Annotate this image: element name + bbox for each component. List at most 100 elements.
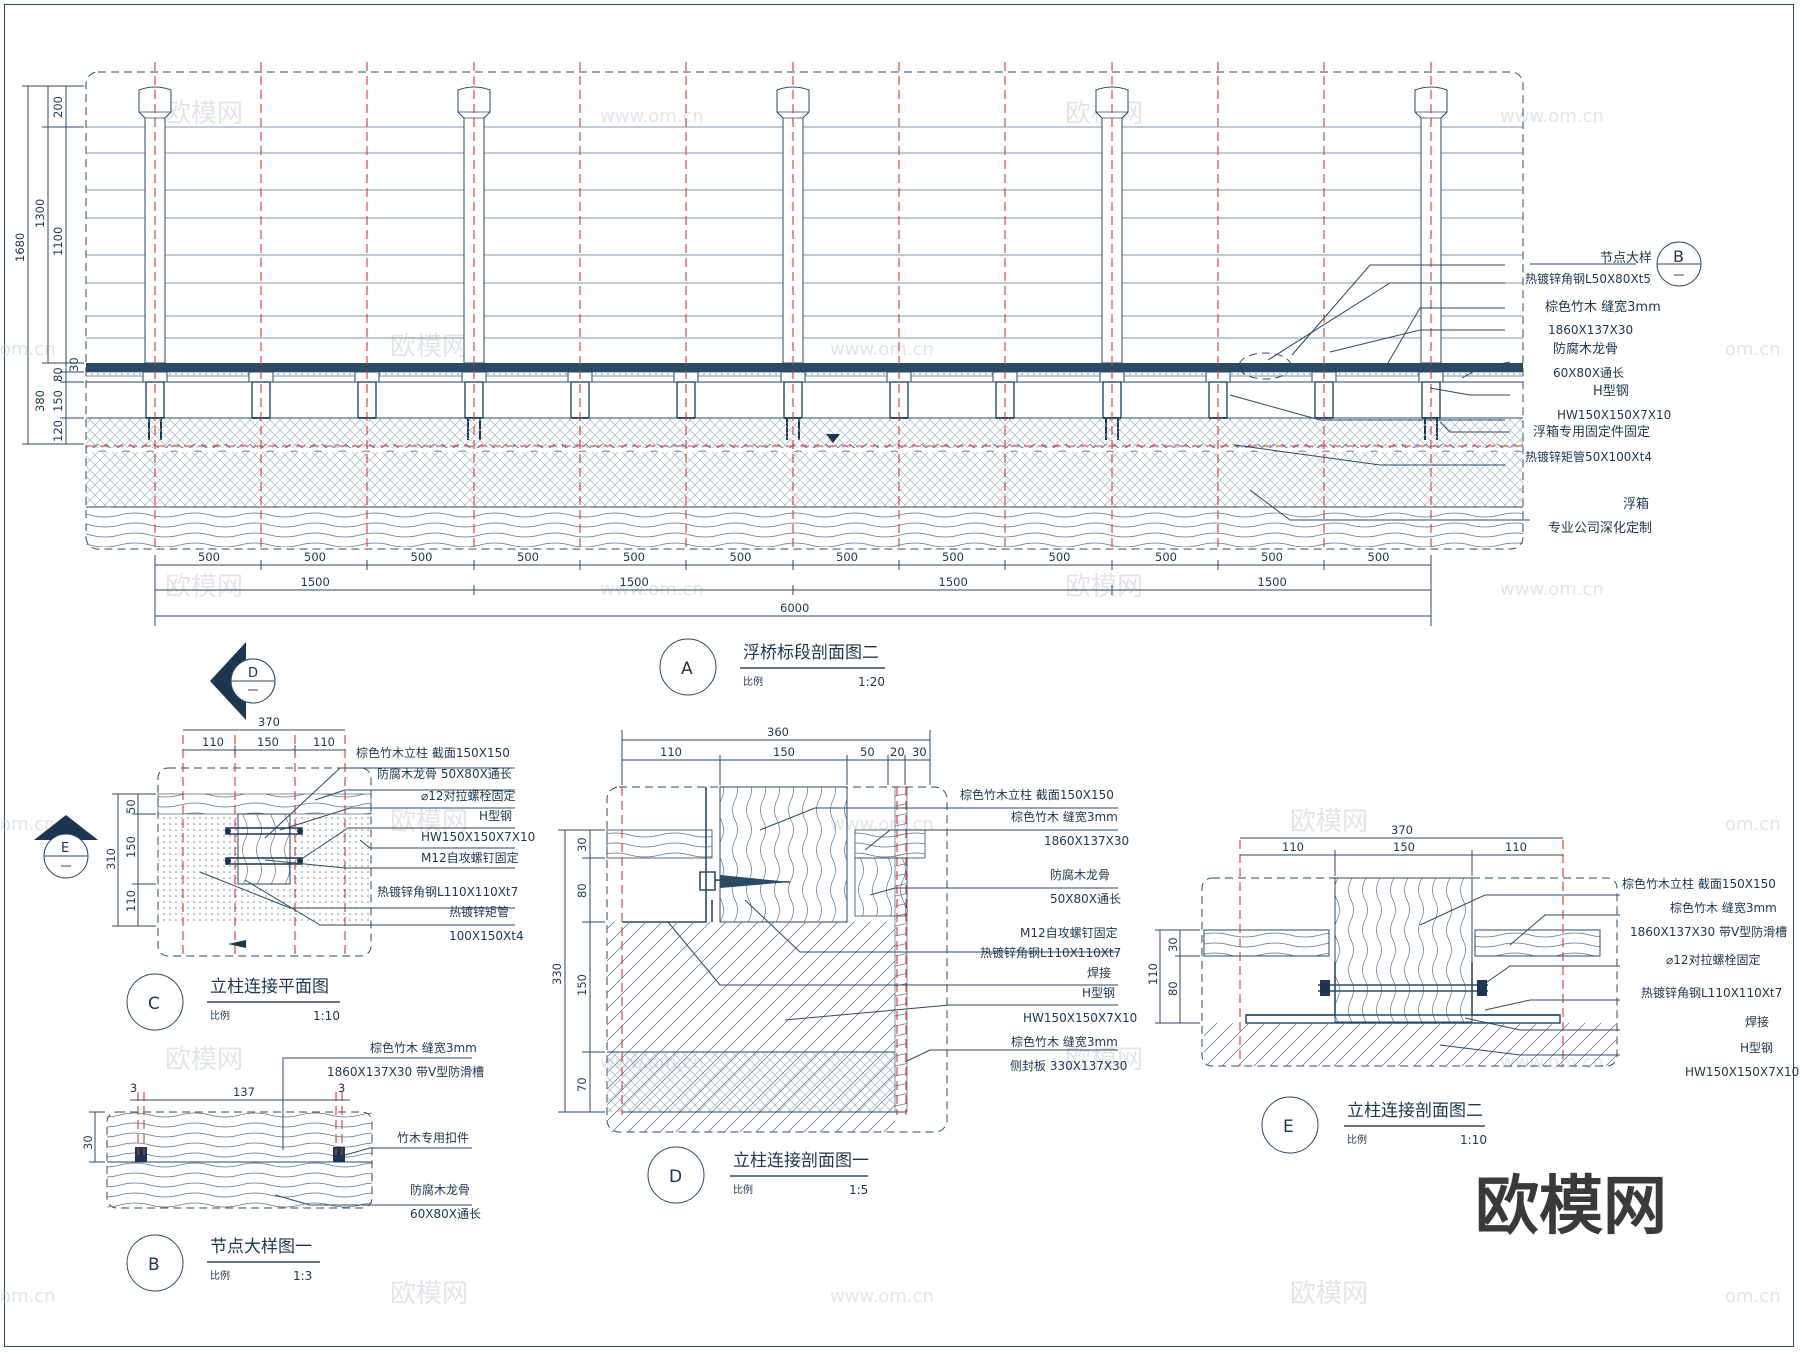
label-side-board: 棕色竹木 缝宽3mm bbox=[1011, 1034, 1118, 1049]
dim-137: 137 bbox=[233, 1085, 255, 1099]
dim-150: 150 bbox=[124, 836, 138, 858]
dim-30: 30 bbox=[912, 745, 927, 759]
dim-370: 370 bbox=[1391, 823, 1413, 837]
label-board-size: 1860X137X30 带V型防滑槽 bbox=[1630, 924, 1787, 939]
section-b-scale: 1:3 bbox=[293, 1269, 312, 1283]
dim-150: 150 bbox=[773, 745, 795, 759]
dim-110: 110 bbox=[1146, 963, 1160, 985]
dim-110: 110 bbox=[1505, 840, 1527, 854]
dim-110: 110 bbox=[124, 890, 138, 912]
dim-150: 150 bbox=[51, 390, 65, 412]
dim-380: 380 bbox=[33, 390, 47, 412]
label-hw-size: HW150X150X7X10 bbox=[1685, 1065, 1799, 1079]
dim-20: 20 bbox=[890, 745, 905, 759]
label-float-fixing: 浮箱专用固定件固定 bbox=[1533, 424, 1650, 440]
label-joist: 防腐木龙骨 50X80X通长 bbox=[377, 766, 512, 781]
label-joist-size: 60X80X通长 bbox=[410, 1207, 481, 1221]
section-a-vertical-dims: 1680 1300 200 1100 30 80 150 380 120 bbox=[13, 85, 84, 445]
dim-500: 500 bbox=[198, 550, 220, 564]
label-joist: 防腐木龙骨 bbox=[410, 1182, 470, 1197]
dim-370: 370 bbox=[258, 715, 280, 729]
dim-500: 500 bbox=[517, 550, 539, 564]
watermark: 欧模网 bbox=[165, 572, 243, 602]
label-post: 棕色竹木立柱 截面150X150 bbox=[356, 745, 510, 760]
section-a-leaders bbox=[1229, 263, 1636, 521]
label-h-steel: H型钢 bbox=[1593, 384, 1629, 399]
node-callout-ellipse bbox=[1238, 352, 1292, 380]
label-bamboo-board: 棕色竹木 缝宽3mm bbox=[370, 1040, 477, 1055]
dim-110: 110 bbox=[1282, 840, 1304, 854]
section-e-scale: 1:10 bbox=[1460, 1133, 1487, 1147]
label-bolt: ⌀12对拉螺栓固定 bbox=[1666, 952, 1761, 967]
watermark: om.cn bbox=[0, 814, 56, 835]
watermark: om.cn bbox=[1725, 1286, 1781, 1307]
label-h-steel: H型钢 bbox=[479, 809, 512, 823]
dim-1680: 1680 bbox=[13, 233, 27, 262]
dim-150: 150 bbox=[575, 974, 589, 996]
dim-500: 500 bbox=[836, 550, 858, 564]
float-box-upper bbox=[86, 418, 1523, 448]
section-d-title: 立柱连接剖面图一 bbox=[733, 1151, 869, 1171]
watermark: om.cn bbox=[1725, 814, 1781, 835]
dim-310: 310 bbox=[104, 848, 118, 870]
label-angle: 热镀锌角钢L110X110Xt7 bbox=[377, 885, 518, 899]
watermark: www.om.cn bbox=[830, 339, 934, 360]
handrail-post bbox=[1095, 86, 1129, 364]
section-c-letter: C bbox=[148, 994, 160, 1014]
dim-500: 500 bbox=[942, 550, 964, 564]
dim-3: 3 bbox=[130, 1081, 137, 1095]
dim-30: 30 bbox=[67, 357, 81, 372]
label-clip: 竹木专用扣件 bbox=[397, 1130, 469, 1145]
dim-50: 50 bbox=[860, 745, 875, 759]
dim-1500: 1500 bbox=[301, 575, 330, 589]
label-hw-size: HW150X150X7X10 bbox=[1023, 1011, 1137, 1025]
watermark: 欧模网 bbox=[390, 1279, 468, 1309]
label-weld: 焊接 bbox=[1745, 1014, 1769, 1029]
section-b-scale-label: 比例 bbox=[210, 1269, 230, 1282]
water-level-marker bbox=[826, 434, 840, 443]
section-c-title: 立柱连接平面图 bbox=[210, 977, 329, 997]
float-box-lower bbox=[86, 507, 1523, 547]
label-bamboo-board: 棕色竹木 缝宽3mm bbox=[1011, 809, 1118, 824]
dim-30: 30 bbox=[1166, 937, 1180, 952]
section-a-title: 浮桥标段剖面图二 bbox=[743, 643, 879, 663]
label-post: 棕色竹木立柱 截面150X150 bbox=[1622, 876, 1776, 891]
label-screw: M12自攻螺钉固定 bbox=[421, 850, 519, 865]
watermark: om.cn bbox=[0, 1286, 56, 1307]
label-joist-size: 50X80X通长 bbox=[1050, 892, 1121, 906]
handrail-post bbox=[138, 86, 172, 364]
label-custom-made: 专业公司深化定制 bbox=[1548, 521, 1652, 536]
dim-110: 110 bbox=[660, 745, 682, 759]
dim-80: 80 bbox=[1166, 981, 1180, 996]
label-tube-size: 100X150Xt4 bbox=[449, 929, 524, 943]
label-square-tube: 热镀锌矩管50X100Xt4 bbox=[1525, 449, 1652, 464]
section-c-scale-label: 比例 bbox=[210, 1009, 230, 1022]
dim-200: 200 bbox=[51, 96, 65, 118]
section-a-scale-label: 比例 bbox=[743, 675, 763, 688]
section-a-labels: 节点大样 热镀锌角钢L50X80Xt5 棕色竹木 缝宽3mm 1860X137X… bbox=[1525, 251, 1671, 536]
handrail-post bbox=[776, 86, 810, 364]
watermark: 欧模网 bbox=[1290, 807, 1368, 837]
dim-30: 30 bbox=[575, 837, 589, 852]
label-bolt: ⌀12对拉螺栓固定 bbox=[421, 788, 516, 803]
dim-70: 70 bbox=[575, 1077, 589, 1092]
watermark: www.om.cn bbox=[1500, 106, 1604, 127]
label-joist-size: 60X80X通长 bbox=[1553, 366, 1624, 380]
dim-3: 3 bbox=[338, 1081, 345, 1095]
dim-150: 150 bbox=[257, 735, 279, 749]
dim-110: 110 bbox=[202, 735, 224, 749]
dim-30: 30 bbox=[81, 1135, 95, 1150]
label-tube: 热镀锌矩管 bbox=[449, 904, 509, 919]
label-bamboo-board: 棕色竹木 缝宽3mm bbox=[1670, 900, 1777, 915]
dim-50: 50 bbox=[124, 799, 138, 814]
watermark: 欧模网 bbox=[1290, 1279, 1368, 1309]
label-board-size: 1860X137X30 bbox=[1044, 834, 1129, 848]
label-angle: 热镀锌角钢L110X110Xt7 bbox=[980, 946, 1121, 960]
label-node-detail: 节点大样 bbox=[1600, 251, 1652, 266]
dim-330: 330 bbox=[550, 963, 564, 985]
dim-360: 360 bbox=[767, 725, 789, 739]
dim-1500: 1500 bbox=[1258, 575, 1287, 589]
watermark: www.om.cn bbox=[830, 1286, 934, 1307]
